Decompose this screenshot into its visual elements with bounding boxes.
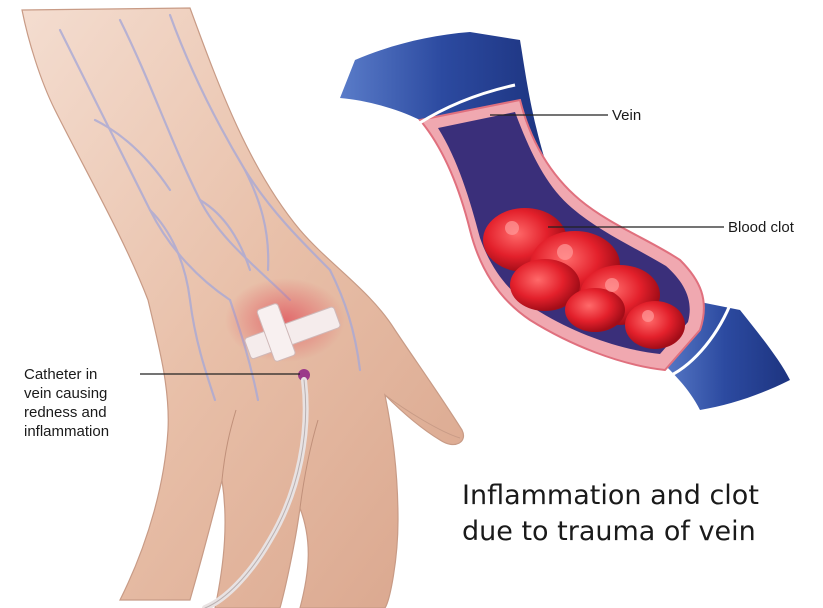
catheter-label-line: Catheter in: [24, 365, 154, 384]
catheter-label-line: vein causing: [24, 384, 154, 403]
caption-line: due to trauma of vein: [462, 514, 759, 550]
catheter-label-line: inflammation: [24, 422, 154, 441]
blood-clot-label: Blood clot: [728, 218, 794, 237]
catheter-label-line: redness and: [24, 403, 154, 422]
vein-label: Vein: [612, 106, 641, 125]
caption-line: Inflammation and clot: [462, 478, 759, 514]
catheter-label: Catheter in vein causing redness and inf…: [24, 365, 154, 441]
figure-caption: Inflammation and clot due to trauma of v…: [462, 478, 759, 550]
